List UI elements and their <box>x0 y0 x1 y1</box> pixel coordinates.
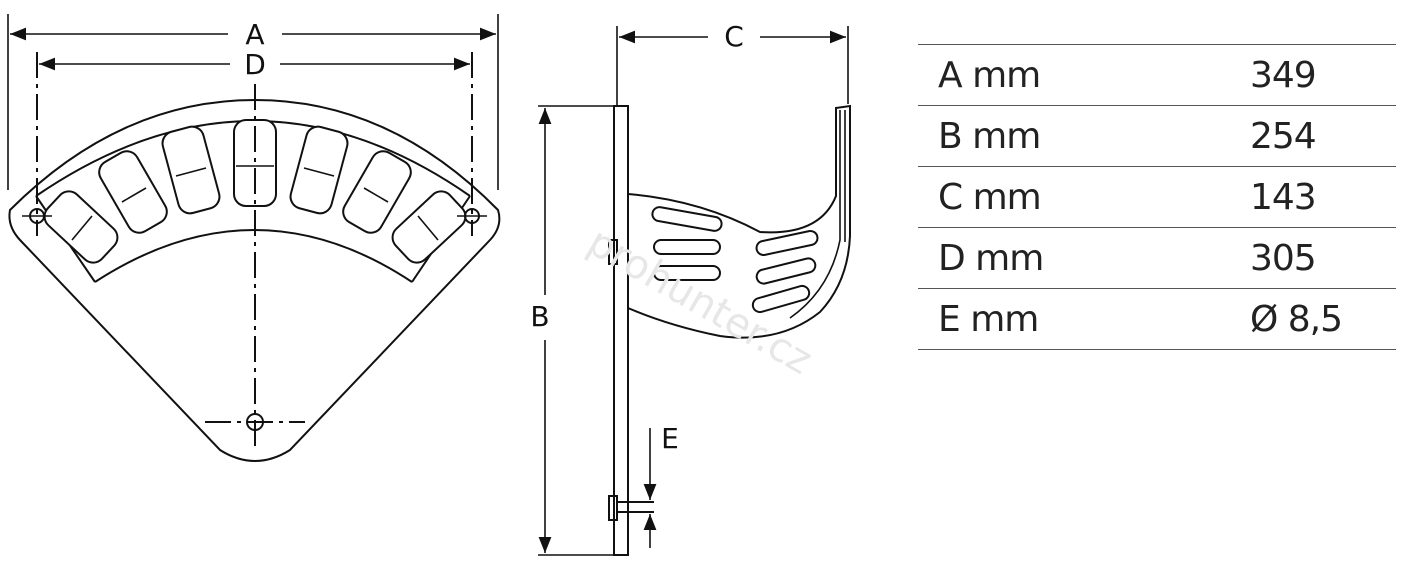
screw-top <box>608 239 618 265</box>
mount-hole-bottom <box>246 413 264 431</box>
bracket-outline <box>8 98 501 462</box>
label-c: C <box>724 20 744 53</box>
dimension-a: A <box>7 14 499 190</box>
label-b: B <box>530 300 549 333</box>
spec-key: C mm <box>918 166 1206 228</box>
spec-value: 305 <box>1206 227 1396 289</box>
screw-bottom <box>608 495 654 521</box>
slots <box>43 119 467 264</box>
spec-value: 143 <box>1206 166 1396 228</box>
spec-key: A mm <box>918 44 1206 106</box>
dimension-e: E <box>643 422 679 548</box>
label-d: D <box>244 48 266 81</box>
front-view: A D <box>7 14 501 462</box>
mount-holes <box>22 208 487 431</box>
spec-key: D mm <box>918 227 1206 289</box>
spec-value: 254 <box>1206 105 1396 167</box>
side-view: B C <box>530 20 851 556</box>
label-a: A <box>245 18 264 51</box>
dimension-c: C <box>616 20 849 106</box>
arm-slots <box>651 206 819 314</box>
dimension-d: D <box>36 48 473 236</box>
spec-key: B mm <box>918 105 1206 167</box>
label-e: E <box>661 422 679 455</box>
spec-key: E mm <box>918 288 1206 350</box>
bracket-arm <box>627 104 851 339</box>
wall-plate <box>613 105 629 556</box>
spec-value: 349 <box>1206 44 1396 106</box>
spec-value: Ø 8,5 <box>1206 288 1396 350</box>
inner-arc-lower <box>94 229 413 283</box>
dimension-b: B <box>530 105 628 556</box>
